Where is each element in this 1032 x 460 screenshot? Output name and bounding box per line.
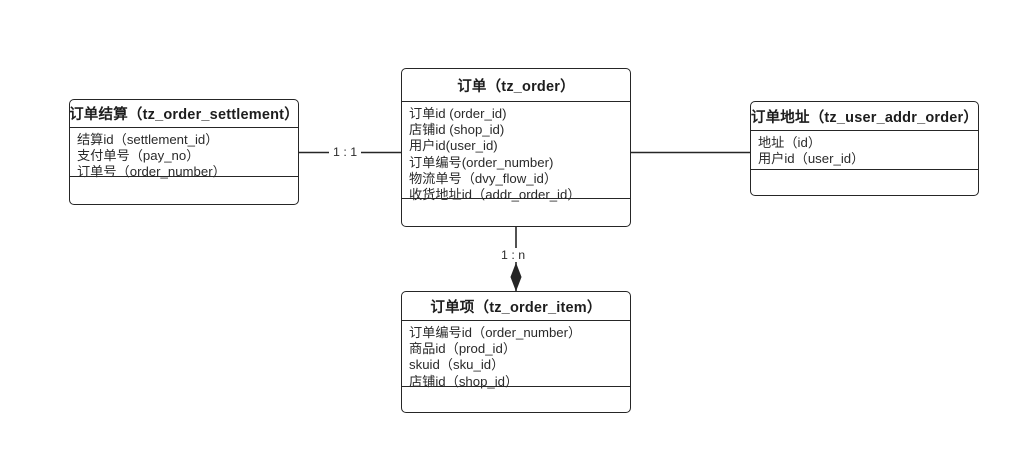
attribute-row: 地址（id） (758, 135, 822, 150)
attribute-row: 店铺id（shop_id） (409, 373, 519, 389)
relationship-label-order-item: 1 : n (497, 248, 530, 262)
attribute-row: 订单id (order_id) (409, 106, 507, 121)
attribute-row: 支付单号（pay_no） (77, 148, 200, 164)
entity-header-tz-user-addr-order: 订单地址（tz_user_addr_order） (751, 102, 978, 131)
relationship-label-settlement-order: 1 : 1 (329, 145, 362, 159)
entity-tz-order-settlement[interactable]: 订单结算（tz_order_settlement） 结算id（settlemen… (69, 99, 299, 205)
attribute-row: 用户id（user_id） (758, 151, 865, 167)
entity-attributes-tz-order: 订单id (order_id) 店铺id (shop_id) 用户id(user… (402, 102, 630, 202)
entity-header-tz-order-settlement: 订单结算（tz_order_settlement） (70, 100, 298, 128)
entity-attributes-tz-user-addr-order: 地址（id） 用户id（user_id） (751, 131, 978, 170)
attribute-row: 收货地址id（addr_order_id） (409, 187, 581, 203)
entity-header-tz-order-item: 订单项（tz_order_item） (402, 292, 630, 321)
attribute-row: 订单号（order_number） (77, 164, 226, 180)
entity-attributes-tz-order-item: 订单编号id（order_number） 商品id（prod_id） skuid… (402, 321, 630, 389)
attribute-row: 商品id（prod_id） (409, 341, 517, 357)
entity-tz-user-addr-order[interactable]: 订单地址（tz_user_addr_order） 地址（id） 用户id（use… (750, 101, 979, 196)
attribute-row: skuid（sku_id） (409, 357, 505, 373)
attribute-row: 订单编号id（order_number） (409, 325, 582, 340)
attribute-row: 订单编号(order_number) (409, 154, 554, 170)
entity-footer-tz-user-addr-order (751, 170, 978, 194)
entity-footer-tz-order-settlement (70, 177, 298, 203)
filled-diamond-marker (510, 262, 522, 292)
entity-header-tz-order: 订单（tz_order） (402, 69, 630, 102)
entity-tz-order-item[interactable]: 订单项（tz_order_item） 订单编号id（order_number） … (401, 291, 631, 413)
attribute-row: 结算id（settlement_id） (77, 132, 219, 147)
entity-attributes-tz-order-settlement: 结算id（settlement_id） 支付单号（pay_no） 订单号（ord… (70, 128, 298, 180)
attribute-row: 店铺id (shop_id) (409, 122, 505, 138)
attribute-row: 用户id(user_id) (409, 138, 498, 154)
entity-footer-tz-order-item (402, 387, 630, 412)
attribute-row: 物流单号（dvy_flow_id） (409, 170, 558, 186)
entity-tz-order[interactable]: 订单（tz_order） 订单id (order_id) 店铺id (shop_… (401, 68, 631, 227)
